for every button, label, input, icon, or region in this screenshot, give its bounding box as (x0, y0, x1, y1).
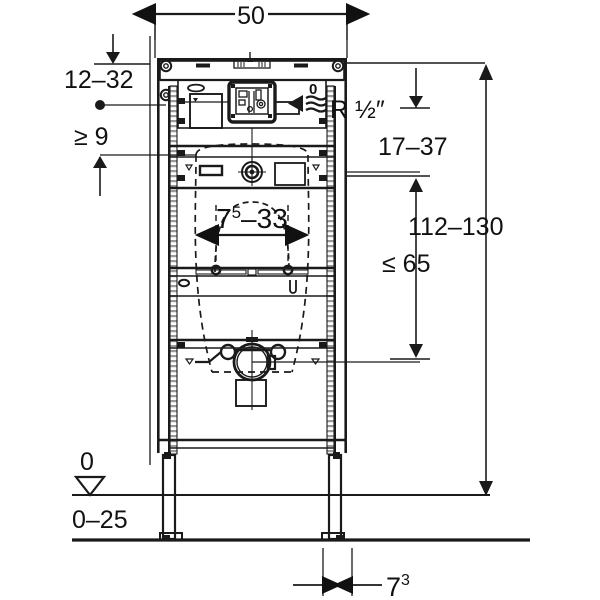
bracket-spread-base: 7 (216, 203, 232, 234)
frame-structure (157, 52, 347, 455)
reference-lines (72, 18, 530, 542)
label-floor-zero: 0 (80, 448, 94, 476)
bracket-spread-superscript: 5 (232, 203, 241, 222)
fixing-bolt-rail (170, 205, 334, 297)
dimension-label-max-height: ≤ 65 (382, 250, 430, 278)
drawing-body: 0 (64, 2, 530, 600)
dimension-label-top-offset: 12–32 (64, 66, 134, 94)
dimension-label-overall-height: 112–130 (408, 213, 503, 241)
dimension-top-offset (94, 34, 150, 65)
cistern-assembly: 0 (177, 79, 327, 129)
dimension-mount-range (347, 62, 485, 109)
label-water-connection: R ½″ (330, 96, 385, 124)
service-opening-shelf (170, 98, 334, 190)
dimension-width-50 (131, 3, 371, 40)
dimension-label-bracket-spread: 75–33 (216, 203, 288, 234)
leader-lines (95, 100, 420, 363)
flush-actuator-icon (238, 158, 266, 186)
dimension-overall-height (479, 64, 493, 496)
dimension-foot-depth (293, 548, 382, 596)
waste-outlet-assembly (170, 330, 334, 410)
dimension-label-mount-range: 17–37 (378, 133, 448, 161)
outlet-marker-label: 0 (309, 81, 317, 98)
dimension-label-width: 50 (237, 2, 265, 30)
dimension-label-foot-depth: 73 (386, 572, 410, 600)
flush-valve-module (227, 80, 277, 124)
dimension-min-clearance (93, 156, 107, 196)
bracket-spread-rest: –33 (241, 203, 288, 234)
foot-depth-superscript: 3 (401, 572, 410, 589)
foot-depth-base: 7 (386, 572, 401, 600)
lower-frame-and-legs (159, 438, 345, 541)
water-supply-indicator (288, 95, 327, 113)
dimension-max-height (346, 175, 430, 360)
label-floor-adjust: 0–25 (72, 506, 128, 534)
floor-level-marker (73, 475, 107, 497)
dimension-label-min-clearance: ≥ 9 (74, 123, 109, 151)
